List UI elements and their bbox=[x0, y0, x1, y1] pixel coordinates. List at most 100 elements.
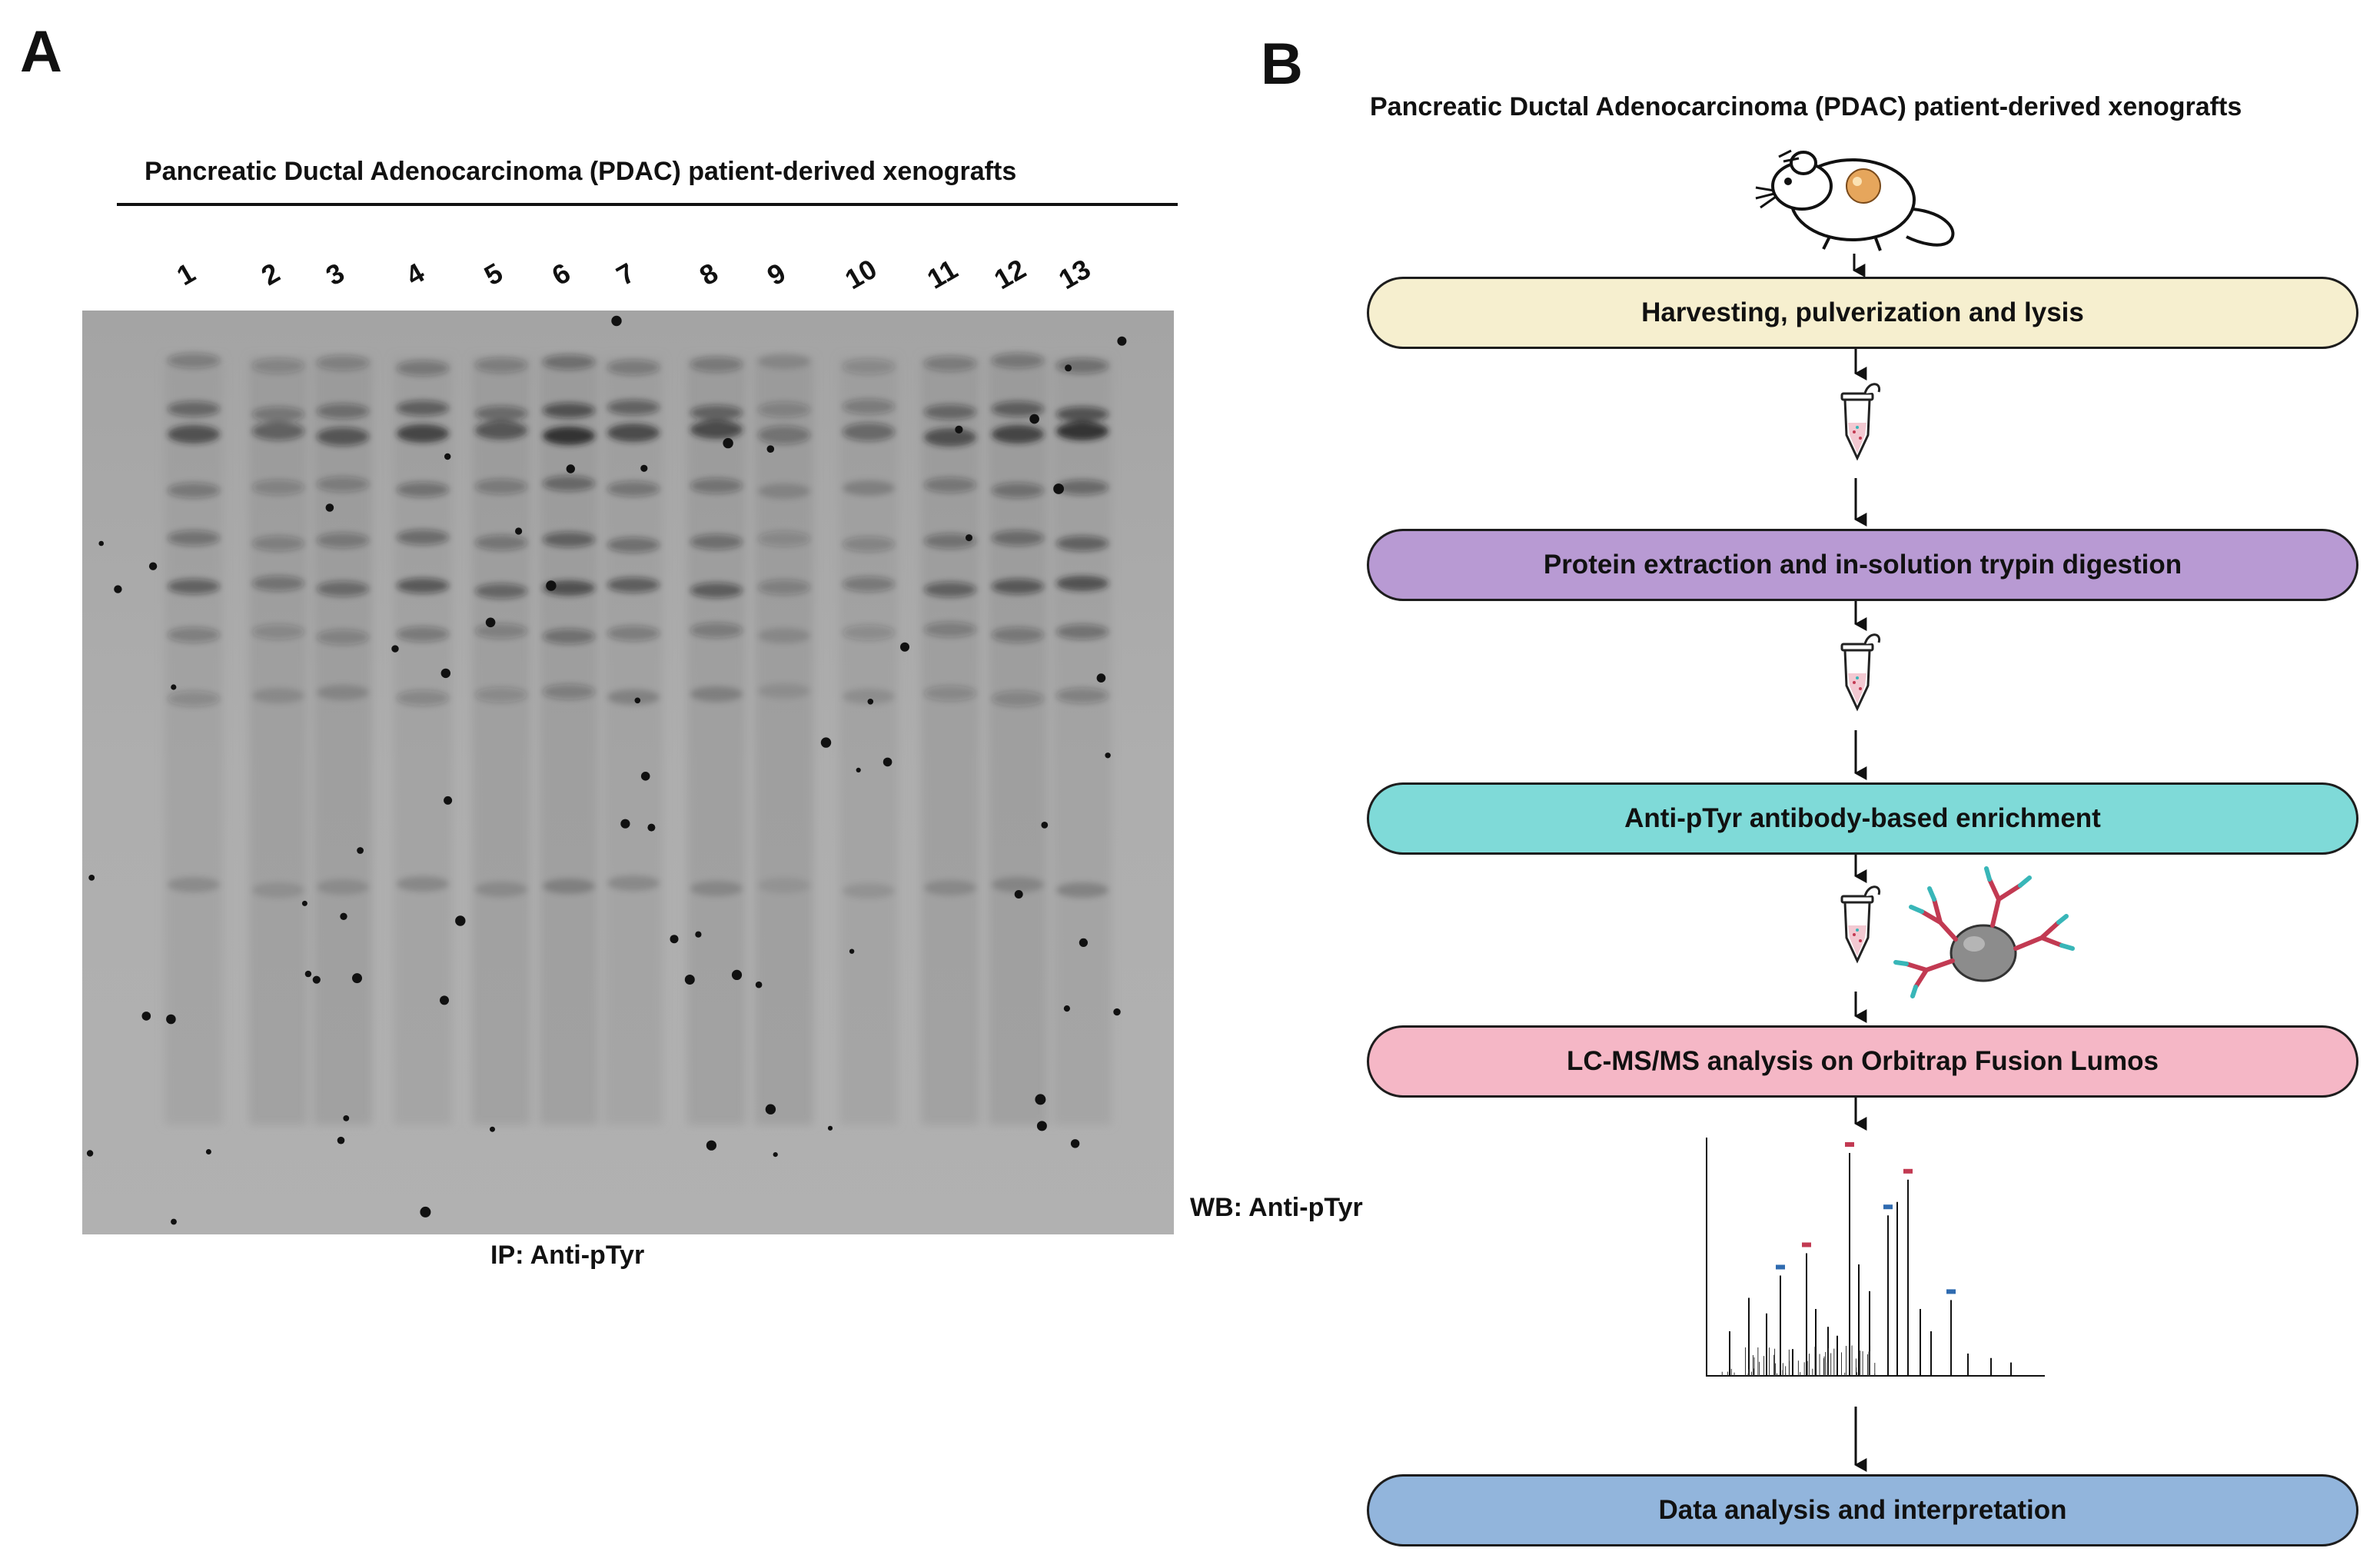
blot-speck bbox=[98, 540, 104, 546]
blot-band bbox=[924, 404, 976, 420]
blot-speck bbox=[88, 875, 95, 881]
blot-band bbox=[843, 399, 895, 414]
blot-band bbox=[168, 353, 220, 368]
blot-band bbox=[843, 689, 895, 704]
blot-band bbox=[397, 424, 449, 443]
blot-speck bbox=[141, 1012, 151, 1021]
blot-band bbox=[475, 406, 527, 421]
blot-speck bbox=[766, 445, 775, 453]
blot-band bbox=[168, 530, 220, 546]
workflow-graphics bbox=[1706, 149, 2075, 1472]
blot-speck bbox=[312, 975, 321, 984]
blot-band bbox=[475, 623, 527, 639]
blot-speck bbox=[391, 645, 399, 653]
blot-band bbox=[168, 483, 220, 498]
blot-speck bbox=[304, 970, 312, 978]
blot-speck bbox=[1036, 1121, 1047, 1131]
blot-speck bbox=[444, 796, 453, 805]
lane-label-4: 4 bbox=[400, 256, 430, 292]
blot-band bbox=[607, 481, 660, 497]
blot-band bbox=[252, 688, 304, 703]
blot-speck bbox=[1063, 1005, 1070, 1012]
blot-band bbox=[924, 686, 976, 701]
blot-band bbox=[607, 537, 660, 553]
blot-speck bbox=[695, 931, 702, 938]
blot-band bbox=[992, 483, 1044, 498]
blot-band bbox=[168, 401, 220, 417]
blot-band bbox=[758, 354, 810, 369]
blot-band bbox=[607, 400, 660, 415]
blot-band bbox=[607, 689, 660, 705]
blot-speck bbox=[611, 315, 622, 327]
blot-speck bbox=[357, 847, 364, 854]
lane-label-11: 11 bbox=[922, 253, 963, 295]
blot-band bbox=[168, 425, 220, 443]
blot-speck bbox=[1096, 673, 1106, 683]
blot-band bbox=[843, 883, 895, 899]
blot-speck bbox=[1079, 938, 1088, 947]
workflow-step-2: Protein extraction and in-solution trypi… bbox=[1367, 529, 2358, 601]
blot-speck bbox=[620, 819, 630, 829]
blot-band bbox=[992, 425, 1044, 443]
blot-band bbox=[690, 686, 743, 702]
blot-band bbox=[397, 400, 449, 416]
blot-band bbox=[924, 533, 976, 549]
blot-band bbox=[690, 405, 743, 420]
blot-band bbox=[843, 480, 895, 496]
blot-band bbox=[992, 401, 1044, 417]
workflow-step-label: LC-MS/MS analysis on Orbitrap Fusion Lum… bbox=[1566, 1046, 2159, 1076]
panel-b-heading: Pancreatic Ductal Adenocarcinoma (PDAC) … bbox=[1370, 92, 2242, 121]
blot-band bbox=[475, 882, 527, 897]
blot-band bbox=[1056, 624, 1109, 639]
blot-band bbox=[690, 420, 743, 439]
lane-smear bbox=[755, 357, 813, 1125]
blot-band bbox=[758, 531, 810, 546]
blot-band bbox=[543, 684, 595, 699]
microtube-icon bbox=[1840, 383, 1881, 461]
blot-band bbox=[758, 580, 810, 595]
blot-band bbox=[397, 626, 449, 642]
blot-speck bbox=[723, 437, 733, 449]
blot-speck bbox=[684, 975, 695, 985]
blot-band bbox=[397, 530, 449, 545]
blot-band bbox=[317, 685, 369, 700]
panel-a-heading: Pancreatic Ductal Adenocarcinoma (PDAC) … bbox=[145, 157, 1017, 186]
blot-band bbox=[252, 358, 304, 374]
blot-band bbox=[397, 482, 449, 497]
blot-band bbox=[397, 578, 449, 593]
blot-speck bbox=[86, 1150, 94, 1157]
spectrum-peak-annotation bbox=[1802, 1242, 1811, 1247]
blot-speck bbox=[171, 684, 177, 690]
lane-smear bbox=[394, 357, 452, 1125]
blot-band bbox=[168, 579, 220, 594]
blot-speck bbox=[640, 464, 648, 472]
blot-speck bbox=[731, 969, 743, 980]
blot-band bbox=[924, 622, 976, 637]
workflow-step-1: Harvesting, pulverization and lysis bbox=[1367, 277, 2358, 349]
blot-speck bbox=[490, 1126, 495, 1132]
blot-speck bbox=[966, 534, 972, 542]
blot-band bbox=[992, 691, 1044, 706]
blot-band bbox=[1056, 536, 1109, 551]
blot-band bbox=[758, 483, 810, 499]
lane-label-5: 5 bbox=[478, 256, 508, 292]
blot-band bbox=[607, 424, 660, 442]
lane-smear bbox=[249, 357, 307, 1125]
blot-speck bbox=[337, 1136, 345, 1144]
spectrum-peak-annotation bbox=[1946, 1289, 1956, 1294]
panel-a-heading-rule bbox=[117, 203, 1178, 206]
blot-band bbox=[475, 535, 527, 550]
blot-band bbox=[758, 683, 810, 699]
microtube-icon bbox=[1840, 885, 1881, 964]
blot-band bbox=[758, 628, 810, 643]
blot-band bbox=[317, 533, 369, 548]
blot-band bbox=[690, 478, 743, 493]
blot-band bbox=[992, 530, 1044, 546]
blot-band bbox=[543, 403, 595, 418]
antibody-bead-icon bbox=[1893, 866, 2075, 998]
blot-speck bbox=[1035, 1094, 1046, 1105]
blot-band bbox=[475, 357, 527, 373]
blot-speck bbox=[325, 503, 334, 512]
blot-band bbox=[607, 360, 660, 375]
lane-smear bbox=[314, 357, 372, 1125]
